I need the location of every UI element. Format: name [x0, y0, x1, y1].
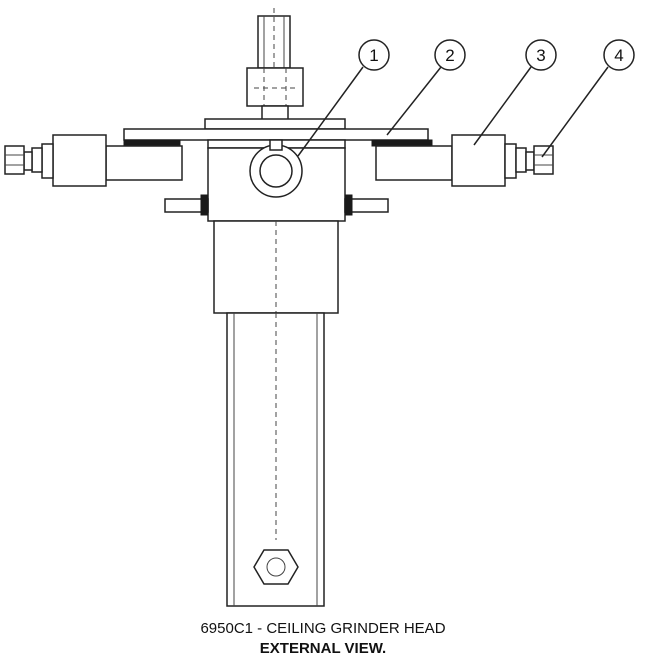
right-arm-assembly [371, 134, 554, 187]
shaft-collar [213, 220, 339, 314]
callout-1-number: 1 [369, 46, 378, 65]
upper-hex-nut [246, 67, 304, 107]
callout-1: 1 [358, 39, 390, 71]
caption-subtitle: EXTERNAL VIEW. [259, 640, 387, 657]
lower-shaft [226, 312, 325, 607]
callout-2-number: 2 [445, 46, 454, 65]
main-housing [207, 139, 346, 222]
leader-line-4 [541, 66, 609, 158]
mounting-plate [123, 128, 429, 141]
caption-title: 6950C1 - CEILING GRINDER HEAD [200, 620, 446, 637]
side-tabs [164, 194, 389, 216]
leader-line-2 [386, 66, 442, 136]
callout-4-number: 4 [614, 46, 623, 65]
callout-2: 2 [434, 39, 466, 71]
callout-4: 4 [603, 39, 635, 71]
small-nut [261, 105, 289, 121]
end-bolt [533, 145, 554, 175]
arm-block [451, 134, 506, 187]
leader-line-3 [473, 66, 532, 146]
callout-3: 3 [525, 39, 557, 71]
left-arm-assembly [4, 134, 183, 187]
leader-line-1 [297, 66, 364, 157]
bottom-hex-hole [253, 549, 299, 585]
top-threaded-stud [257, 8, 291, 70]
callout-3-number: 3 [536, 46, 545, 65]
